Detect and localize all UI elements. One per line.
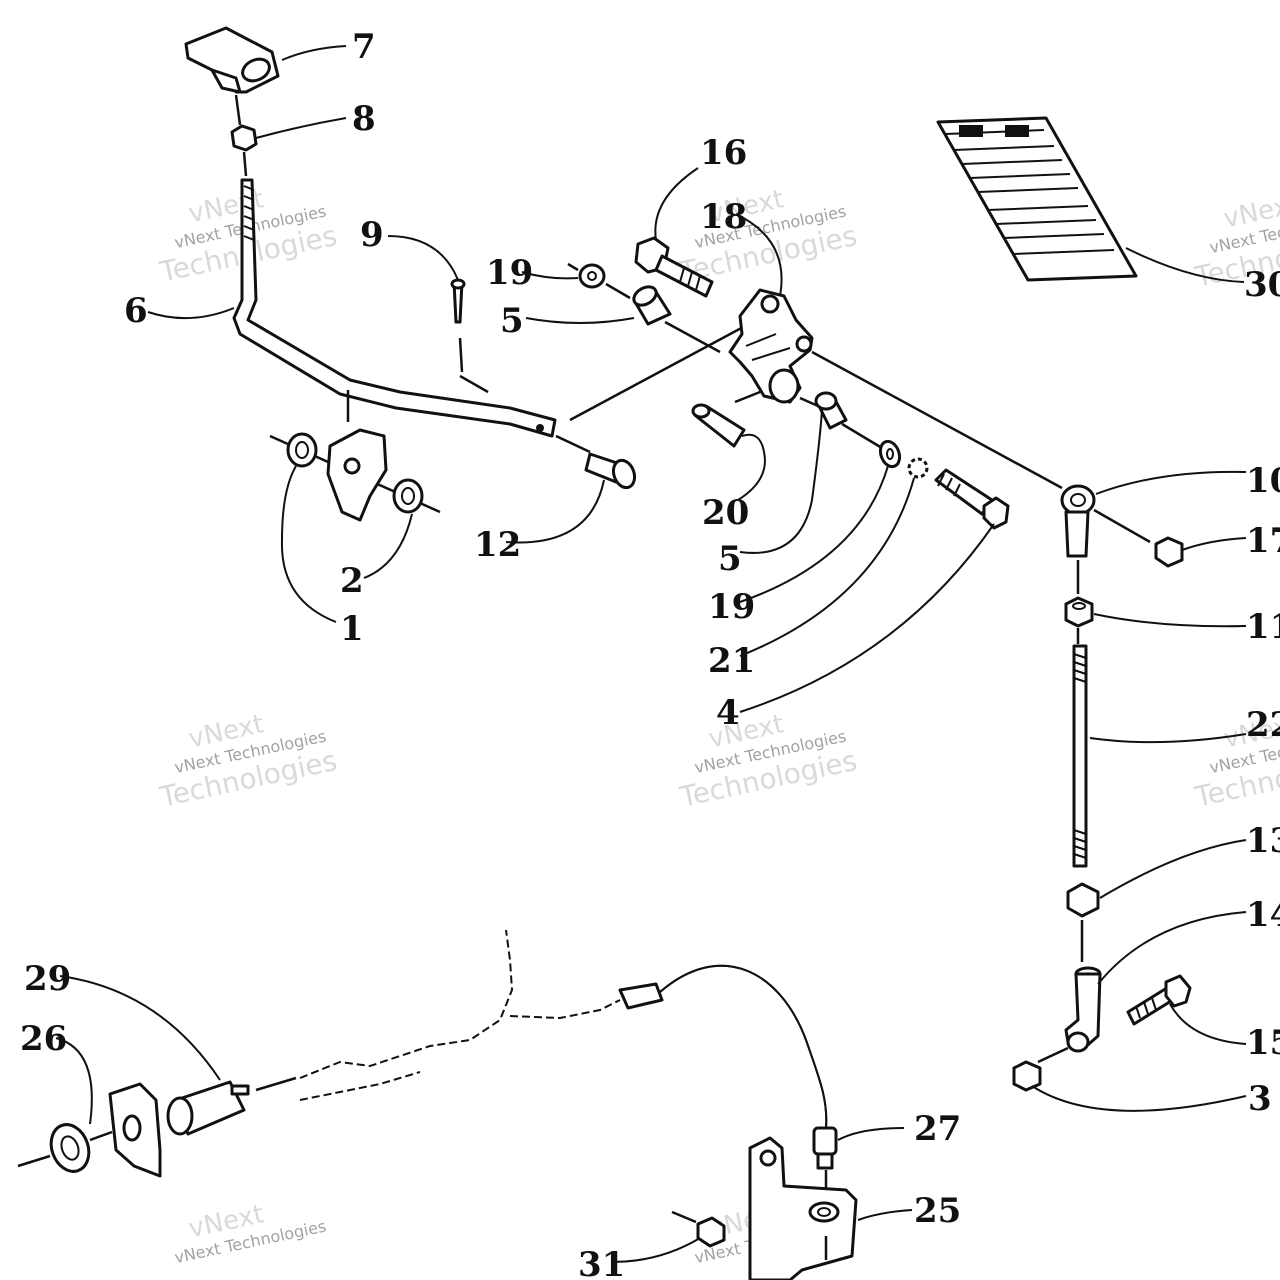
label-part-14: 14: [1246, 895, 1280, 935]
clevis-pin-part: [584, 452, 637, 490]
label-part-13: 13: [1246, 821, 1280, 861]
label-part-5-top: 5: [500, 301, 524, 341]
label-part-8: 8: [352, 99, 376, 139]
switch-part: [166, 1080, 250, 1136]
label-part-19-top: 19: [486, 253, 533, 293]
label-part-20: 20: [702, 493, 749, 533]
nut-part: [696, 1216, 726, 1248]
label-part-9: 9: [360, 215, 384, 255]
washer-part: [578, 263, 606, 289]
label-part-27: 27: [914, 1109, 961, 1149]
decal-sticker-icon: [936, 116, 1138, 282]
label-part-22: 22: [1246, 705, 1280, 745]
watermark-bottom-left: vNext vNext Technologies: [173, 1199, 328, 1267]
grommet-part: [49, 1123, 91, 1173]
cable-connector-part: [812, 1126, 838, 1170]
cotter-pin-part: [450, 278, 466, 324]
label-part-17: 17: [1246, 521, 1280, 561]
lock-washer-part: [907, 457, 929, 479]
label-part-21: 21: [708, 641, 755, 681]
watermark-top-center: vNext vNext Technologies Technologies: [676, 184, 860, 289]
mount-bracket-part: [748, 1136, 858, 1280]
label-part-12: 12: [474, 525, 521, 565]
bolt-part: [634, 236, 714, 298]
label-part-29: 29: [24, 959, 71, 999]
label-part-4: 4: [716, 693, 740, 733]
bolt-part: [1126, 974, 1192, 1026]
pivot-bracket-part: [728, 288, 814, 404]
label-part-26: 26: [20, 1019, 67, 1059]
spacer-part: [814, 391, 848, 430]
label-part-2: 2: [340, 561, 364, 601]
label-part-16: 16: [700, 133, 747, 173]
bushing-part: [392, 478, 424, 514]
label-part-15: 15: [1246, 1023, 1280, 1063]
label-part-10: 10: [1246, 461, 1280, 501]
label-part-6: 6: [124, 291, 148, 331]
label-part-5-lower: 5: [718, 539, 742, 579]
label-part-7: 7: [352, 27, 376, 67]
roll-pin-part: [691, 403, 746, 448]
label-part-11: 11: [1246, 607, 1280, 647]
mount-plate-part: [326, 428, 388, 522]
rod-end-part: [1064, 966, 1102, 1053]
threaded-rod-part: [1072, 644, 1088, 868]
label-part-19-lower: 19: [708, 587, 755, 627]
wire-harness: [299, 929, 621, 1079]
leader-lines: [55, 45, 1247, 1263]
cable-part: [659, 964, 828, 1129]
label-part-31: 31: [578, 1245, 625, 1280]
watermark-mid-center: vNext vNext Technologies Technologies: [676, 709, 860, 814]
label-part-1: 1: [340, 609, 364, 649]
knob-part: [184, 26, 280, 94]
rod-end-part: [1060, 484, 1096, 558]
nut-part: [1066, 882, 1100, 918]
shift-lever-rod: [232, 178, 557, 438]
bolt-part: [934, 468, 1010, 530]
label-part-3: 3: [1248, 1079, 1272, 1119]
label-part-25: 25: [914, 1191, 961, 1231]
washer-part: [878, 439, 902, 469]
watermark-mid-left: vNext vNext Technologies Technologies: [156, 709, 340, 814]
nut-part: [230, 124, 258, 152]
nut-part: [1154, 536, 1184, 568]
bushing-part: [286, 432, 318, 468]
label-part-18: 18: [700, 197, 747, 237]
spacer-part: [632, 285, 672, 326]
label-part-30: 30: [1244, 265, 1280, 305]
nut-part: [1012, 1060, 1042, 1092]
